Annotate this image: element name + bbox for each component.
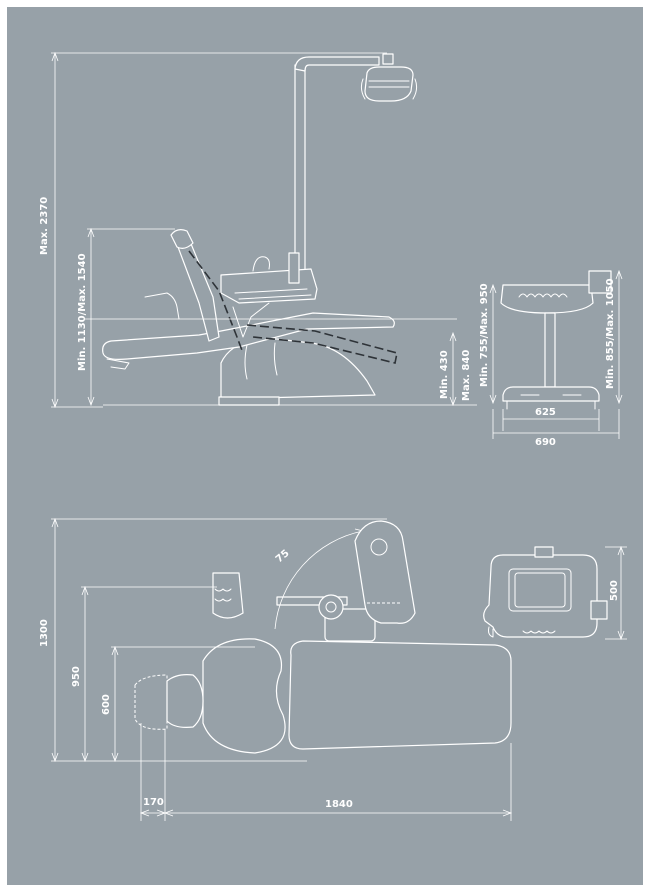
tray-instrument-holders xyxy=(518,293,568,298)
label-tray-height-left: Min. 755/Max. 950 xyxy=(479,283,490,387)
headrest xyxy=(170,229,194,249)
module-instrument-holders xyxy=(522,630,556,634)
rotated-arm-position xyxy=(354,520,416,624)
backrest xyxy=(174,235,220,342)
cuspidor-details xyxy=(234,288,312,300)
chair-base xyxy=(218,338,376,406)
tray-base xyxy=(502,386,600,402)
label-tray-overall-width: 690 xyxy=(535,437,556,448)
backrest-top xyxy=(202,638,286,754)
tray-column xyxy=(544,312,556,388)
instrument-arm xyxy=(232,302,270,338)
tray-top-view xyxy=(212,572,244,619)
tray-view: Min. 755/Max. 950 Min. 855/Max. 1050 625… xyxy=(479,269,623,448)
label-overall-depth: 1300 xyxy=(39,619,50,647)
lift-lines xyxy=(244,342,278,380)
base-plate xyxy=(218,396,280,406)
label-tray-height-right: Min. 855/Max. 1050 xyxy=(605,278,616,389)
light-arm xyxy=(294,56,380,72)
water-unit-column xyxy=(288,252,300,284)
headrest-top xyxy=(166,674,204,728)
label-headrest-extension: 170 xyxy=(143,797,164,808)
label-arm-depth: 950 xyxy=(71,666,82,687)
tray-casters xyxy=(506,394,596,410)
light-joint xyxy=(382,53,394,65)
label-overall-length: 1840 xyxy=(325,799,353,810)
tray-top-holders xyxy=(214,588,232,602)
light-pivot-inner xyxy=(325,601,337,613)
side-view: Max. 2370 Min. 1130/Max. 1540 Min. 430 M… xyxy=(39,51,477,409)
dimension-max-height: Max. 2370 xyxy=(39,51,387,409)
chair-reclined-outline xyxy=(188,250,398,364)
foot-rest xyxy=(106,358,130,370)
seat-and-legrest xyxy=(102,312,395,360)
reclined-backrest-outline xyxy=(188,250,244,354)
top-view: 75 1300 950 600 170 1840 xyxy=(39,517,513,821)
light-head xyxy=(364,66,414,102)
tray-top xyxy=(500,284,594,314)
armrest xyxy=(144,292,180,320)
label-tray-base-width: 625 xyxy=(535,407,556,418)
operating-light xyxy=(294,53,418,296)
label-module-depth: 500 xyxy=(609,580,620,601)
label-seat-max: Max. 840 xyxy=(461,350,472,401)
rotated-arm-pivot xyxy=(370,538,388,556)
light-pivot xyxy=(318,594,344,620)
drawing-panel: Max. 2370 Min. 1130/Max. 1540 Min. 430 M… xyxy=(7,7,643,885)
light-reflector-lines xyxy=(368,80,410,88)
cuspidor-housing xyxy=(220,268,318,304)
module-hook xyxy=(488,626,494,638)
label-headrest-depth: 600 xyxy=(101,694,112,715)
module-screen xyxy=(508,568,572,612)
dental-unit-dimension-drawing: Max. 2370 Min. 1130/Max. 1540 Min. 430 M… xyxy=(39,51,627,821)
light-handles xyxy=(360,78,418,100)
module-view: 500 xyxy=(483,545,627,641)
chair-upright xyxy=(102,229,395,370)
module-side-handle xyxy=(590,600,608,620)
reclined-seat-outline xyxy=(246,324,398,364)
label-max-height: Max. 2370 xyxy=(39,197,50,255)
cuspidor-faucet xyxy=(252,256,270,272)
dimension-headrest-height: Min. 1130/Max. 1540 xyxy=(77,227,175,407)
label-rotation-angle: 75 xyxy=(274,548,292,565)
tray-handle-block xyxy=(588,270,612,294)
seat-top xyxy=(288,640,512,750)
water-unit xyxy=(220,252,318,304)
headrest-extension-outline xyxy=(134,674,168,730)
lift-housing xyxy=(220,338,376,400)
dimension-seat-height: Min. 430 Max. 840 xyxy=(439,331,472,407)
label-seat-min: Min. 430 xyxy=(439,350,450,399)
module-top-clip xyxy=(534,546,554,558)
module-screen-inner xyxy=(514,572,566,608)
rotation-arc xyxy=(274,530,364,630)
module-body xyxy=(483,554,598,638)
label-headrest-height: Min. 1130/Max. 1540 xyxy=(77,253,88,371)
